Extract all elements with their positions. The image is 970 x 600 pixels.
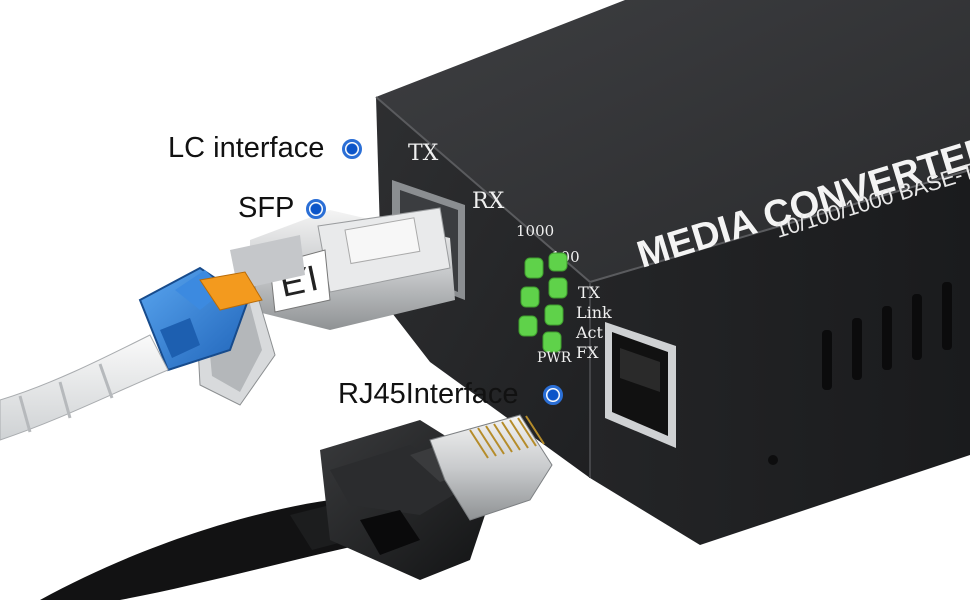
port-tx-label: TX: [408, 141, 439, 166]
status-leds: [518, 252, 568, 353]
speed-1000-label: 1000: [516, 222, 554, 240]
lc-connector: [138, 266, 263, 372]
callout-sfp: SFP: [238, 192, 327, 225]
callout-lc-interface: LC interface: [168, 132, 363, 165]
callout-marker-icon: [542, 384, 563, 405]
rj45-port: [605, 322, 676, 448]
led-pwr-label: PWR: [537, 350, 572, 366]
sfp-module: ΕΊ: [194, 207, 455, 406]
led-link-label: Link: [576, 303, 612, 322]
rj45-plug: [320, 414, 553, 580]
led-tx-label: TX: [578, 283, 601, 302]
ethernet-cable: [40, 500, 360, 600]
sfp-label: SFP: [238, 192, 295, 224]
lc-interface-label: LC interface: [168, 132, 325, 164]
side-vents: [822, 282, 952, 390]
media-converter-housing: [375, 0, 970, 545]
fiber-cable: [0, 334, 169, 441]
led-act-label: Act: [575, 323, 604, 342]
led-fx-label: FX: [576, 343, 599, 362]
callout-rj45-interface: RJ45Interface: [338, 378, 563, 411]
callout-marker-icon: [342, 138, 363, 159]
screw-icon: [768, 455, 778, 465]
rj45-interface-label: RJ45Interface: [338, 378, 519, 410]
port-rx-label: RX: [472, 189, 505, 214]
callout-marker-icon: [306, 198, 327, 219]
